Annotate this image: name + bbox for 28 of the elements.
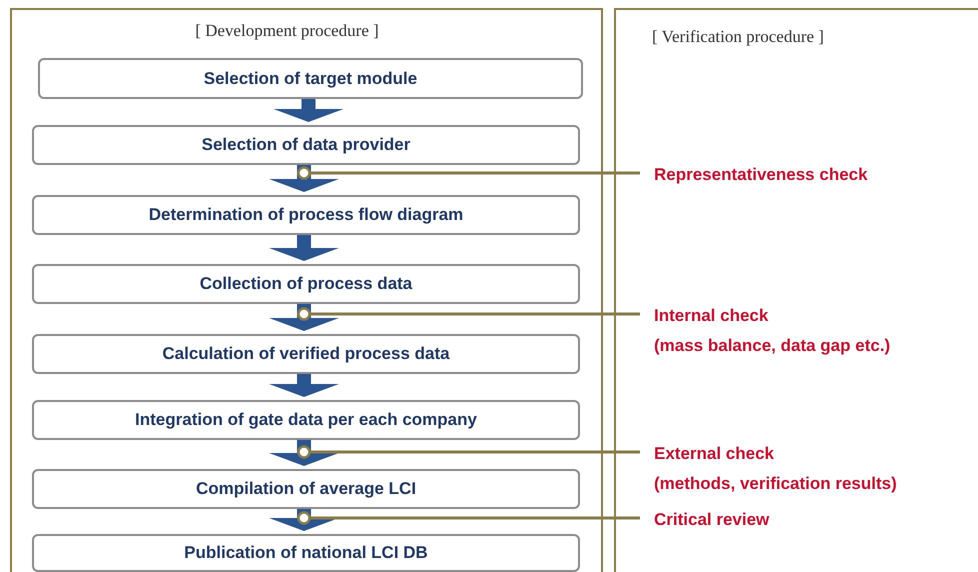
check-label: Critical review: [654, 509, 770, 531]
panel-frame: [10, 8, 603, 572]
check-label: Internal check: [654, 305, 768, 327]
leader-line: [297, 445, 640, 459]
block-arrow: [269, 373, 339, 397]
process-box: Integration of gate data per each company: [32, 400, 580, 440]
block-arrow: [269, 164, 339, 192]
panel-heading: [ Verification procedure ]: [652, 26, 825, 48]
block-arrow: [269, 234, 339, 261]
panel-frame: [614, 8, 978, 572]
process-box: Collection of process data: [32, 264, 580, 304]
block-arrow: [269, 303, 339, 331]
process-box: Selection of data provider: [32, 125, 580, 165]
block-arrow: [269, 439, 339, 466]
leader-line: [297, 307, 640, 321]
process-box: Publication of national LCI DB: [32, 534, 580, 572]
check-label: External check: [654, 443, 774, 465]
block-arrow: [274, 98, 344, 122]
leader-line: [297, 511, 640, 525]
check-detail: (methods, verification results): [654, 473, 897, 495]
leader-line: [297, 166, 640, 180]
panel-heading: [ Development procedure ]: [194, 20, 380, 42]
process-box: Compilation of average LCI: [32, 469, 580, 509]
check-label: Representativeness check: [654, 164, 868, 186]
process-box: Calculation of verified process data: [32, 334, 580, 374]
process-box: Determination of process flow diagram: [32, 195, 580, 235]
check-detail: (mass balance, data gap etc.): [654, 335, 890, 357]
process-box: Selection of target module: [38, 58, 583, 99]
